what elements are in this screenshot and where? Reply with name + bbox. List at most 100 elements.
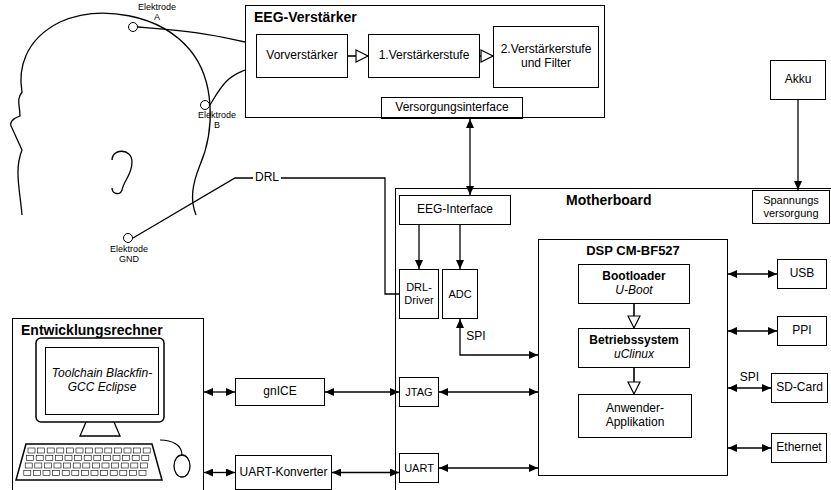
node-text: Spannungs versorgung — [756, 194, 826, 219]
port-box: PPI — [777, 316, 827, 346]
signal-connector — [204, 391, 235, 392]
head-outline — [11, 13, 211, 215]
adc-box: ADC — [442, 269, 478, 319]
signal-connector — [728, 447, 771, 448]
process-box: 2.Verstärkerstufe und Filter — [493, 26, 599, 88]
signal-connector — [459, 225, 460, 269]
power-box: Spannungs versorgung — [752, 190, 830, 224]
keyboard-key — [75, 456, 82, 461]
keyboard-key — [83, 463, 90, 468]
node-subtext: U-Boot — [615, 284, 652, 298]
keyboard-key — [91, 471, 98, 476]
interface-box: Versorgungsinterface — [381, 97, 523, 119]
node-text: UART-Konverter — [240, 466, 328, 480]
signal-connector — [325, 391, 399, 392]
keyboard-key — [84, 456, 91, 461]
keyboard-key — [129, 471, 136, 476]
software-box: BootloaderU-Boot — [578, 264, 690, 304]
ear-outline — [112, 151, 132, 193]
node-text: ADC — [448, 288, 471, 301]
node-text: Akku — [785, 73, 812, 87]
keyboard-key — [53, 471, 60, 476]
keyboard-key — [57, 448, 64, 453]
keyboard-key — [46, 456, 53, 461]
amplifier-group: EEG-VerstärkerVorverstärker1.Verstärkers… — [245, 5, 605, 118]
keyboard-key — [73, 463, 80, 468]
keyboard-key — [101, 471, 108, 476]
node-text: 2.Verstärkerstufe und Filter — [497, 43, 595, 71]
keyboard-key — [81, 471, 88, 476]
node-text: Anwender-Applikation — [582, 402, 688, 430]
keyboard-key — [64, 463, 71, 468]
board-group: MotherboardSpannungs versorgungEEG-Inter… — [395, 188, 831, 490]
keyboard-key — [54, 463, 61, 468]
keyboard-key — [134, 448, 141, 453]
signal-connector — [728, 330, 777, 331]
keyboard-key — [43, 471, 50, 476]
electrode: Elektrode GND — [123, 233, 133, 243]
keyboard-key — [113, 456, 120, 461]
port-box: UART — [399, 453, 439, 483]
signal-connector — [728, 387, 771, 388]
node-text: Versorgungsinterface — [395, 101, 508, 115]
keyboard-key — [131, 463, 138, 468]
keyboard-key — [36, 456, 43, 461]
keyboard-key — [86, 448, 93, 453]
node-text: Entwicklungsrechner — [21, 322, 163, 338]
signal-connector — [204, 472, 235, 473]
keyboard-key — [123, 456, 130, 461]
keyboard-key — [139, 471, 146, 476]
node-text: gnICE — [263, 385, 296, 399]
node-text: Bootloader — [602, 270, 665, 284]
keyboard-key — [38, 448, 45, 453]
process-box: 1.Verstärkerstufe — [368, 34, 480, 78]
software-box: Anwender-Applikation — [578, 394, 692, 438]
signal-connector — [439, 467, 538, 468]
keyboard-key — [124, 448, 131, 453]
electrode-wire — [138, 27, 245, 42]
keyboard-key — [103, 456, 110, 461]
node-text: DRL-Driver — [403, 281, 435, 306]
keyboard — [16, 444, 162, 480]
keyboard-key — [142, 456, 149, 461]
node-text: Ethernet — [776, 441, 821, 455]
node-text: Vorverstärker — [266, 49, 337, 63]
electrode-label: Elektrode B — [195, 111, 239, 131]
keyboard-key — [105, 448, 112, 453]
mouse-cable — [160, 440, 182, 455]
interface-box: EEG-Interface — [399, 195, 511, 225]
keyboard-key — [62, 471, 69, 476]
node-subtext: uClinux — [614, 348, 654, 362]
pc-group: EntwicklungsrechnerToolchain Blackfin-GC… — [12, 318, 204, 490]
port-box: JTAG — [399, 377, 439, 407]
keyboard-key — [132, 456, 139, 461]
keyboard-key — [65, 456, 72, 461]
keyboard-key — [72, 471, 79, 476]
keyboard-key — [76, 448, 83, 453]
flow-arrow — [348, 55, 368, 57]
port-box: SD-Card — [771, 373, 828, 403]
keyboard-keys — [24, 448, 150, 476]
monitor-stand — [80, 422, 120, 436]
keyboard-key — [25, 463, 32, 468]
adapter-box: gnICE — [235, 378, 325, 406]
software-box: BetriebssystemuClinux — [578, 328, 690, 368]
mouse — [174, 455, 190, 477]
signal-connector — [418, 225, 419, 269]
keyboard-key — [44, 463, 51, 468]
dsp-group: DSP CM-BF527BootloaderU-BootBetriebssyst… — [538, 239, 728, 476]
keyboard-key — [35, 463, 42, 468]
signal-connector — [728, 273, 777, 274]
keyboard-key — [28, 448, 35, 453]
keyboard-key — [143, 448, 150, 453]
electrode-label: Elektrode A — [135, 3, 179, 23]
monitor-screen: Toolchain Blackfin-GCC Eclipse — [45, 347, 159, 415]
node-text: UART — [404, 462, 434, 475]
node-text: 1.Verstärkerstufe — [379, 49, 470, 63]
electrode: Elektrode B — [200, 100, 210, 110]
port-box: Ethernet — [771, 433, 827, 463]
keyboard-key — [120, 471, 127, 476]
node-text: USB — [790, 267, 815, 281]
monitor-frame — [36, 338, 164, 422]
